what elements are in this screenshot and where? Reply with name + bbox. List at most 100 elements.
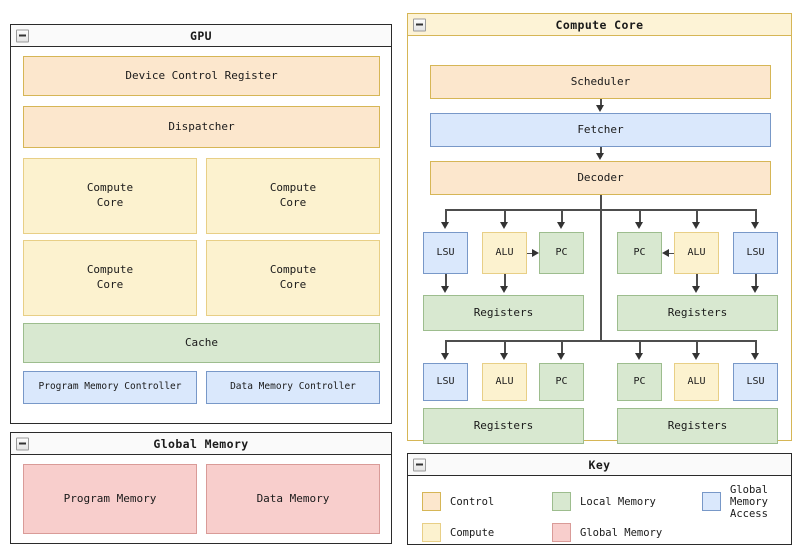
node-lsu-row1-right[interactable]: LSU	[733, 232, 778, 274]
node-alu-row2-right[interactable]: ALU	[674, 363, 719, 401]
panel-global-memory-titlebar: Global Memory	[11, 433, 391, 455]
node-cache[interactable]: Cache	[23, 323, 380, 363]
panel-global-memory-body: Program Memory Data Memory	[11, 455, 391, 543]
arrow-bus-row2-to-pc-right	[635, 353, 644, 360]
arrow-scheduler-to-fetcher	[596, 105, 605, 112]
arrow-bus-row2-to-lsu-right	[751, 353, 760, 360]
panel-gpu: GPU Device Control Register Dispatcher C…	[10, 24, 392, 424]
panel-compute-core-title: Compute Core	[555, 17, 644, 32]
node-alu-row1-right[interactable]: ALU	[674, 232, 719, 274]
node-compute-core-1[interactable]: Compute Core	[23, 158, 197, 234]
legend-item-control: Control	[422, 492, 552, 511]
wire-bus-row1-drop-lsu-r	[755, 209, 757, 225]
node-lsu-row1-left[interactable]: LSU	[423, 232, 468, 274]
wire-fetcher-to-decoder	[600, 147, 602, 157]
arrow-alu-to-pc-row1-left	[532, 249, 539, 257]
panel-key: Key Control Local Memory Global Memory A…	[407, 453, 792, 545]
arrow-bus-row2-to-alu-right	[692, 353, 701, 360]
legend-label-control: Control	[450, 495, 495, 508]
node-registers-row1-right[interactable]: Registers	[617, 295, 778, 331]
arrow-bus-row1-to-pc-right	[635, 222, 644, 229]
node-pc-row2-right[interactable]: PC	[617, 363, 662, 401]
panel-compute-core-body: Scheduler Fetcher Decoder LSU ALU PC	[408, 36, 791, 444]
wire-bus-row2-drop-pc-l	[561, 340, 563, 356]
legend-swatch-control	[422, 492, 441, 511]
panel-compute-core: Compute Core Scheduler Fetcher Decoder L…	[407, 13, 792, 444]
legend-swatch-local-memory	[552, 492, 571, 511]
node-registers-row1-left[interactable]: Registers	[423, 295, 584, 331]
arrow-lsu-to-registers-row1-left	[441, 286, 450, 293]
node-pc-row2-left[interactable]: PC	[539, 363, 584, 401]
node-alu-row2-left[interactable]: ALU	[482, 363, 527, 401]
node-device-control-register[interactable]: Device Control Register	[23, 56, 380, 96]
node-registers-row2-left[interactable]: Registers	[423, 408, 584, 444]
node-program-memory-controller[interactable]: Program Memory Controller	[23, 371, 197, 404]
node-fetcher[interactable]: Fetcher	[430, 113, 771, 147]
legend-label-compute: Compute	[450, 526, 495, 539]
minus-box-icon[interactable]	[16, 437, 29, 450]
arrow-fetcher-to-decoder	[596, 153, 605, 160]
node-compute-core-4[interactable]: Compute Core	[206, 240, 380, 316]
wire-scheduler-to-fetcher	[600, 99, 602, 109]
node-decoder[interactable]: Decoder	[430, 161, 771, 195]
legend-swatch-global-memory	[552, 523, 571, 542]
minus-box-icon[interactable]	[16, 29, 29, 42]
wire-bus-row2-drop-alu-r	[696, 340, 698, 356]
arrow-bus-row1-to-alu-left	[500, 222, 509, 229]
node-compute-core-3[interactable]: Compute Core	[23, 240, 197, 316]
node-dispatcher[interactable]: Dispatcher	[23, 106, 380, 148]
node-data-memory[interactable]: Data Memory	[206, 464, 380, 534]
wire-bus-row2-drop-lsu-l	[445, 340, 447, 356]
node-compute-core-2[interactable]: Compute Core	[206, 158, 380, 234]
wire-alu-to-registers-row1-left	[504, 274, 506, 288]
wire-bus-row1-drop-alu-l	[504, 209, 506, 225]
legend-label-global-memory: Global Memory	[580, 526, 663, 539]
arrow-alu-to-pc-row1-right	[662, 249, 669, 257]
panel-gpu-titlebar: GPU	[11, 25, 391, 47]
arrow-alu-to-registers-row1-left	[500, 286, 509, 293]
panel-key-titlebar: Key	[408, 454, 791, 476]
arrow-bus-row2-to-alu-left	[500, 353, 509, 360]
arrow-bus-row2-to-pc-left	[557, 353, 566, 360]
node-pc-row1-right[interactable]: PC	[617, 232, 662, 274]
panel-key-body: Control Local Memory Global Memory Acces…	[408, 476, 791, 544]
legend-item-global-memory-access: Global Memory Access	[702, 484, 791, 520]
panel-key-title: Key	[588, 457, 611, 472]
node-data-memory-controller[interactable]: Data Memory Controller	[206, 371, 380, 404]
wire-lsu-to-registers-row1-right	[755, 274, 757, 288]
arrow-lsu-to-registers-row1-right	[751, 286, 760, 293]
wire-bus-row2-drop-alu-l	[504, 340, 506, 356]
node-program-memory[interactable]: Program Memory	[23, 464, 197, 534]
node-scheduler[interactable]: Scheduler	[430, 65, 771, 99]
legend-swatch-global-memory-access	[702, 492, 721, 511]
legend-item-local-memory: Local Memory	[552, 492, 702, 511]
wire-alu-to-pc-row1-left	[527, 252, 533, 255]
legend-label-local-memory: Local Memory	[580, 495, 656, 508]
wire-alu-to-registers-row1-right	[696, 274, 698, 288]
panel-compute-core-titlebar: Compute Core	[408, 14, 791, 36]
arrow-bus-row1-to-alu-right	[692, 222, 701, 229]
wire-bus-row1-drop-alu-r	[696, 209, 698, 225]
arrow-bus-row1-to-pc-left	[557, 222, 566, 229]
legend-swatch-compute	[422, 523, 441, 542]
node-lsu-row2-left[interactable]: LSU	[423, 363, 468, 401]
node-pc-row1-left[interactable]: PC	[539, 232, 584, 274]
node-registers-row2-right[interactable]: Registers	[617, 408, 778, 444]
wire-alu-to-pc-row1-right	[668, 252, 674, 255]
arrow-bus-row1-to-lsu-right	[751, 222, 760, 229]
arrow-bus-row2-to-lsu-left	[441, 353, 450, 360]
node-lsu-row2-right[interactable]: LSU	[733, 363, 778, 401]
wire-bus-row2-drop-pc-r	[639, 340, 641, 356]
arrow-bus-row1-to-lsu-left	[441, 222, 450, 229]
wire-lsu-to-registers-row1-left	[445, 274, 447, 288]
node-alu-row1-left[interactable]: ALU	[482, 232, 527, 274]
panel-global-memory: Global Memory Program Memory Data Memory	[10, 432, 392, 544]
arrow-alu-to-registers-row1-right	[692, 286, 701, 293]
wire-bus-row2-drop-lsu-r	[755, 340, 757, 356]
panel-global-memory-title: Global Memory	[153, 436, 249, 451]
minus-box-icon[interactable]	[413, 18, 426, 31]
minus-box-icon[interactable]	[413, 458, 426, 471]
wire-bus-row2	[445, 340, 756, 342]
panel-gpu-title: GPU	[190, 28, 212, 43]
wire-bus-row1-drop-pc-l	[561, 209, 563, 225]
